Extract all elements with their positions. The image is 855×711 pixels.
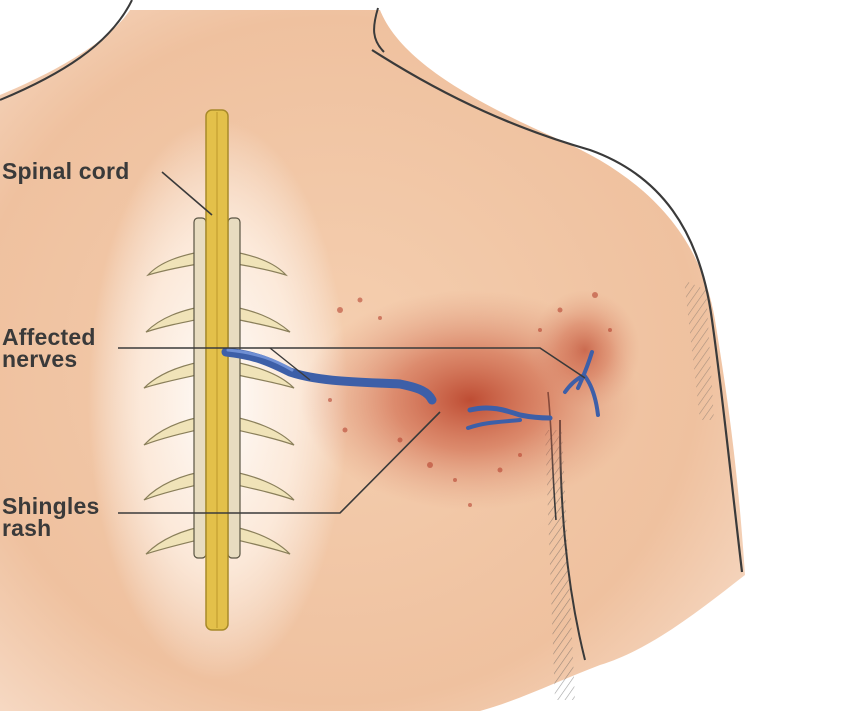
rash-area-shoulder bbox=[530, 290, 640, 410]
collar-outline bbox=[373, 7, 385, 53]
rash-spots bbox=[328, 292, 612, 507]
label-affected-nerves: Affected nerves bbox=[2, 324, 96, 372]
shingles-rash-leader bbox=[118, 411, 441, 514]
label-spinal-cord: Spinal cord bbox=[2, 158, 130, 184]
affected-nerves-leader bbox=[118, 347, 586, 379]
affected-nerve-highlight bbox=[226, 348, 294, 372]
armpit-shading bbox=[545, 430, 575, 700]
affected-nerve-branch bbox=[467, 405, 553, 421]
shoulder-shading bbox=[684, 280, 714, 420]
shoulder-outline bbox=[371, 49, 744, 573]
vertebrae bbox=[193, 217, 241, 559]
label-shingles-rash: Shingles rash bbox=[2, 493, 100, 541]
spinal-cord-leader bbox=[161, 171, 213, 216]
affected-nerve-branch-b bbox=[466, 418, 522, 430]
neck-outline bbox=[0, 0, 133, 101]
affected-nerve bbox=[221, 347, 437, 405]
affected-nerves-leader-b bbox=[269, 347, 311, 381]
